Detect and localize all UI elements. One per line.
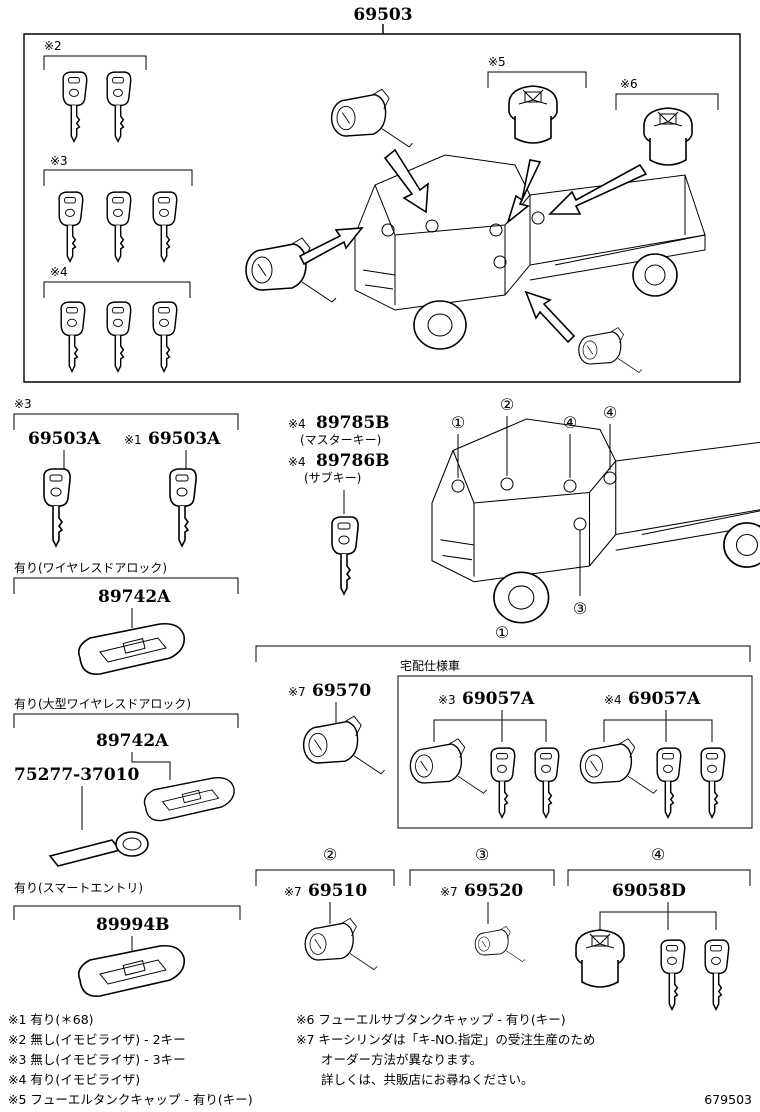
- note-7: ※7 キーシリンダは「キ-NO.指定」の受注生産のため: [296, 1032, 595, 1047]
- key-icon: [62, 71, 88, 143]
- sub-part: 89786B: [316, 451, 390, 471]
- s1-cyl-mark: ※7: [288, 685, 306, 699]
- key-part-b: 69503A: [148, 429, 221, 449]
- note-7-cont1: オーダー方法が異なります。: [296, 1052, 482, 1067]
- truck-illustration: [431, 418, 760, 624]
- callout-4b: ④: [603, 403, 617, 422]
- s3-part: 69520: [464, 881, 523, 901]
- key-icon: [534, 747, 560, 819]
- wireless-label: 有り(ワイヤレスドアロック): [14, 561, 167, 575]
- s1-set-b-mark: ※4: [604, 693, 622, 707]
- key-icon: [700, 747, 726, 819]
- smart-part: 89994B: [96, 915, 170, 935]
- key-icon: [43, 468, 71, 547]
- cylinder-icon: [579, 738, 658, 794]
- key-part-b-mark: ※1: [124, 433, 142, 447]
- section2-circle: ②: [323, 845, 337, 864]
- s2-part: 69510: [308, 881, 367, 901]
- s1-cyl-part: 69570: [312, 681, 371, 701]
- remote-fob-large-icon: [143, 777, 235, 822]
- note-5: ※5 フューエルタンクキャップ - 有り(キー): [8, 1092, 253, 1107]
- note-3: ※3 無し(イモビライザ) - 3キー: [8, 1052, 186, 1067]
- cylinder-icon: [409, 738, 488, 794]
- key-icon: [106, 301, 132, 373]
- callout-4a: ④: [563, 413, 577, 432]
- callout-1: ①: [451, 413, 465, 432]
- note-1: ※1 有り(＊68): [8, 1012, 94, 1027]
- remote-fob-icon: [77, 622, 186, 676]
- smart-key-icon: [77, 944, 186, 998]
- key-holder-icon: [48, 839, 122, 867]
- master-part: 89785B: [316, 413, 390, 433]
- sub-mark: ※4: [288, 455, 306, 469]
- marker-2: ※2: [44, 39, 62, 53]
- cylinder-icon: [304, 917, 378, 971]
- s1-set-a-mark: ※3: [438, 693, 456, 707]
- key-icon: [58, 191, 84, 263]
- master-mark: ※4: [288, 417, 306, 431]
- note-4: ※4 有り(イモビライザ): [8, 1072, 140, 1087]
- note-2: ※2 無し(イモビライザ) - 2キー: [8, 1032, 186, 1047]
- note-7-cont2: 詳しくは、共販店にお尋ねください。: [296, 1072, 534, 1087]
- key-icon: [169, 468, 197, 547]
- master-desc: (マスターキー): [300, 433, 381, 447]
- marker-5: ※5: [488, 55, 506, 69]
- s1-set-a-part: 69057A: [462, 689, 535, 709]
- cylinder-icon: [474, 925, 526, 963]
- wireless-part: 89742A: [98, 587, 171, 607]
- s1-set-b-part: 69057A: [628, 689, 701, 709]
- s3-mark: ※7: [440, 885, 458, 899]
- s4-part: 69058D: [612, 881, 686, 901]
- key-icon: [704, 939, 730, 1011]
- section3-circle: ③: [475, 845, 489, 864]
- marker-4: ※4: [50, 265, 68, 279]
- key-icon: [106, 191, 132, 263]
- key-icon: [331, 516, 359, 595]
- sub-fuel-cap-icon: [643, 107, 693, 166]
- delivery-box: [397, 675, 753, 829]
- big-wireless-label: 有り(大型ワイヤレスドアロック): [14, 697, 191, 711]
- key-part-a: 69503A: [28, 429, 101, 449]
- top-part-number: 69503: [353, 5, 412, 25]
- delivery-label: 宅配仕様車: [400, 658, 460, 673]
- figure-number: 679503: [704, 1092, 752, 1107]
- fuel-cap-icon: [575, 929, 625, 988]
- marker-3: ※3: [50, 154, 68, 168]
- glovebox-cylinder-icon: [578, 327, 643, 373]
- cylinder-icon: [302, 715, 386, 775]
- left-group-marker: ※3: [14, 397, 32, 411]
- smart-label: 有り(スマートエントリ): [14, 881, 143, 895]
- section1-circle: ①: [495, 623, 509, 642]
- key-icon: [60, 301, 86, 373]
- note-6: ※6 フューエルサブタンクキャップ - 有り(キー): [296, 1012, 566, 1027]
- key-icon: [152, 191, 178, 263]
- fuel-cap-icon: [508, 85, 558, 144]
- callout-3: ③: [573, 599, 587, 618]
- callout-2: ②: [500, 395, 514, 414]
- marker-6: ※6: [620, 77, 638, 91]
- key-icon: [152, 301, 178, 373]
- key-icon: [490, 747, 516, 819]
- big-wireless-part: 89742A: [96, 731, 169, 751]
- ignition-cylinder-icon: [330, 88, 414, 148]
- key-icon: [660, 939, 686, 1011]
- top-box: [23, 33, 741, 383]
- s2-mark: ※7: [284, 885, 302, 899]
- key-icon: [106, 71, 132, 143]
- key-icon: [656, 747, 682, 819]
- sub-desc: (サブキー): [304, 470, 361, 485]
- holder-part: 75277-37010: [14, 765, 140, 785]
- section4-circle: ④: [651, 845, 665, 864]
